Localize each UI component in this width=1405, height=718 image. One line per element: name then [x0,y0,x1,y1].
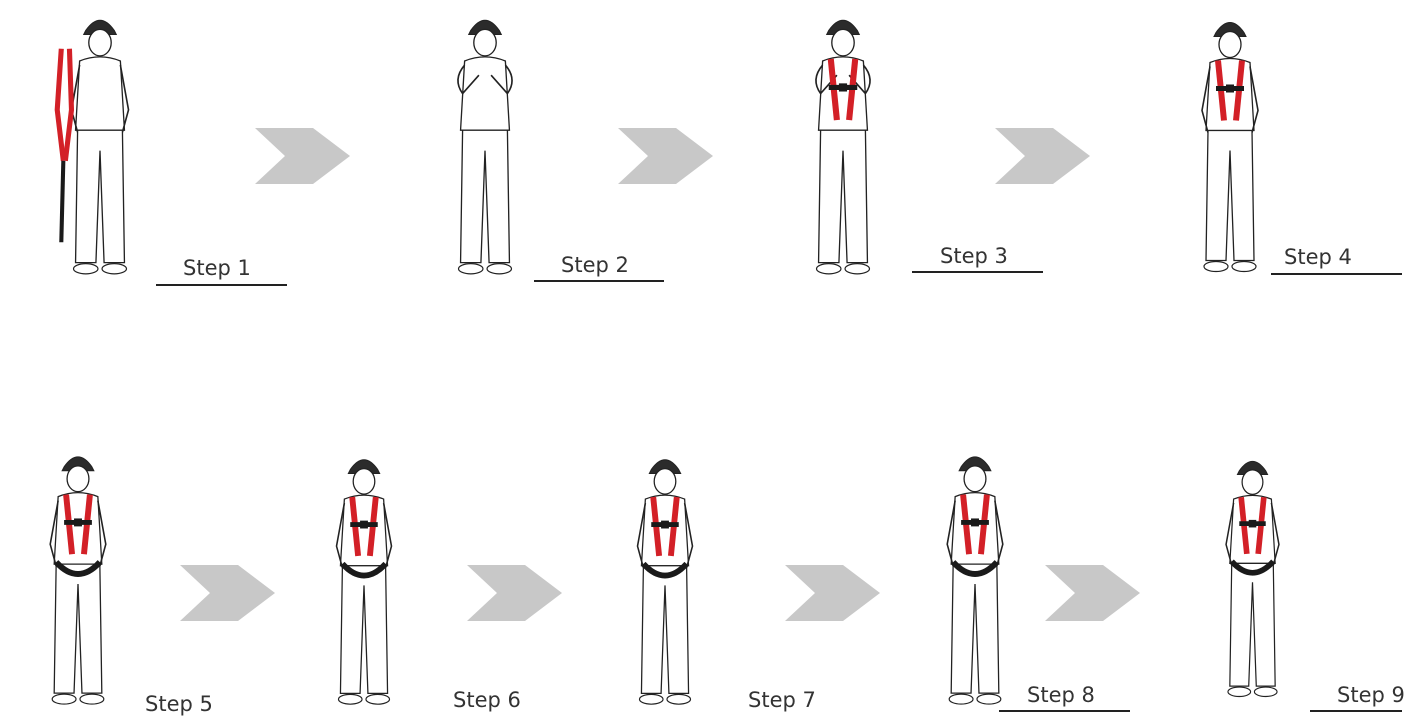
chevron-right-icon [995,128,1090,184]
step-label: Step 1 [183,256,251,280]
step-1-figure [20,8,180,283]
chevron-right-icon [618,128,713,184]
step-underline [534,280,664,282]
step-label: Step 2 [561,253,629,277]
step-8-figure [925,445,1025,713]
step-4-figure [1180,8,1280,283]
chevron-right-icon [180,565,275,621]
chevron-right-icon [1045,565,1140,621]
step-underline [1271,273,1402,275]
step-label: Step 8 [1027,683,1095,707]
step-3-figure [778,8,908,283]
step-7-figure [610,448,720,713]
step-9-figure [1170,450,1335,705]
step-6-figure [308,448,420,713]
step-label: Step 3 [940,244,1008,268]
chevron-right-icon [467,565,562,621]
step-label: Step 6 [453,688,521,712]
step-label: Step 4 [1284,245,1352,269]
step-label: Step 5 [145,692,213,716]
step-underline [156,284,287,286]
step-underline [999,710,1130,712]
chevron-right-icon [785,565,880,621]
step-label: Step 7 [748,688,816,712]
step-label: Step 9 [1337,683,1405,707]
chevron-right-icon [255,128,350,184]
step-2-figure [430,8,540,283]
step-underline [1310,710,1402,712]
step-5-figure [28,445,128,713]
step-underline [912,271,1043,273]
